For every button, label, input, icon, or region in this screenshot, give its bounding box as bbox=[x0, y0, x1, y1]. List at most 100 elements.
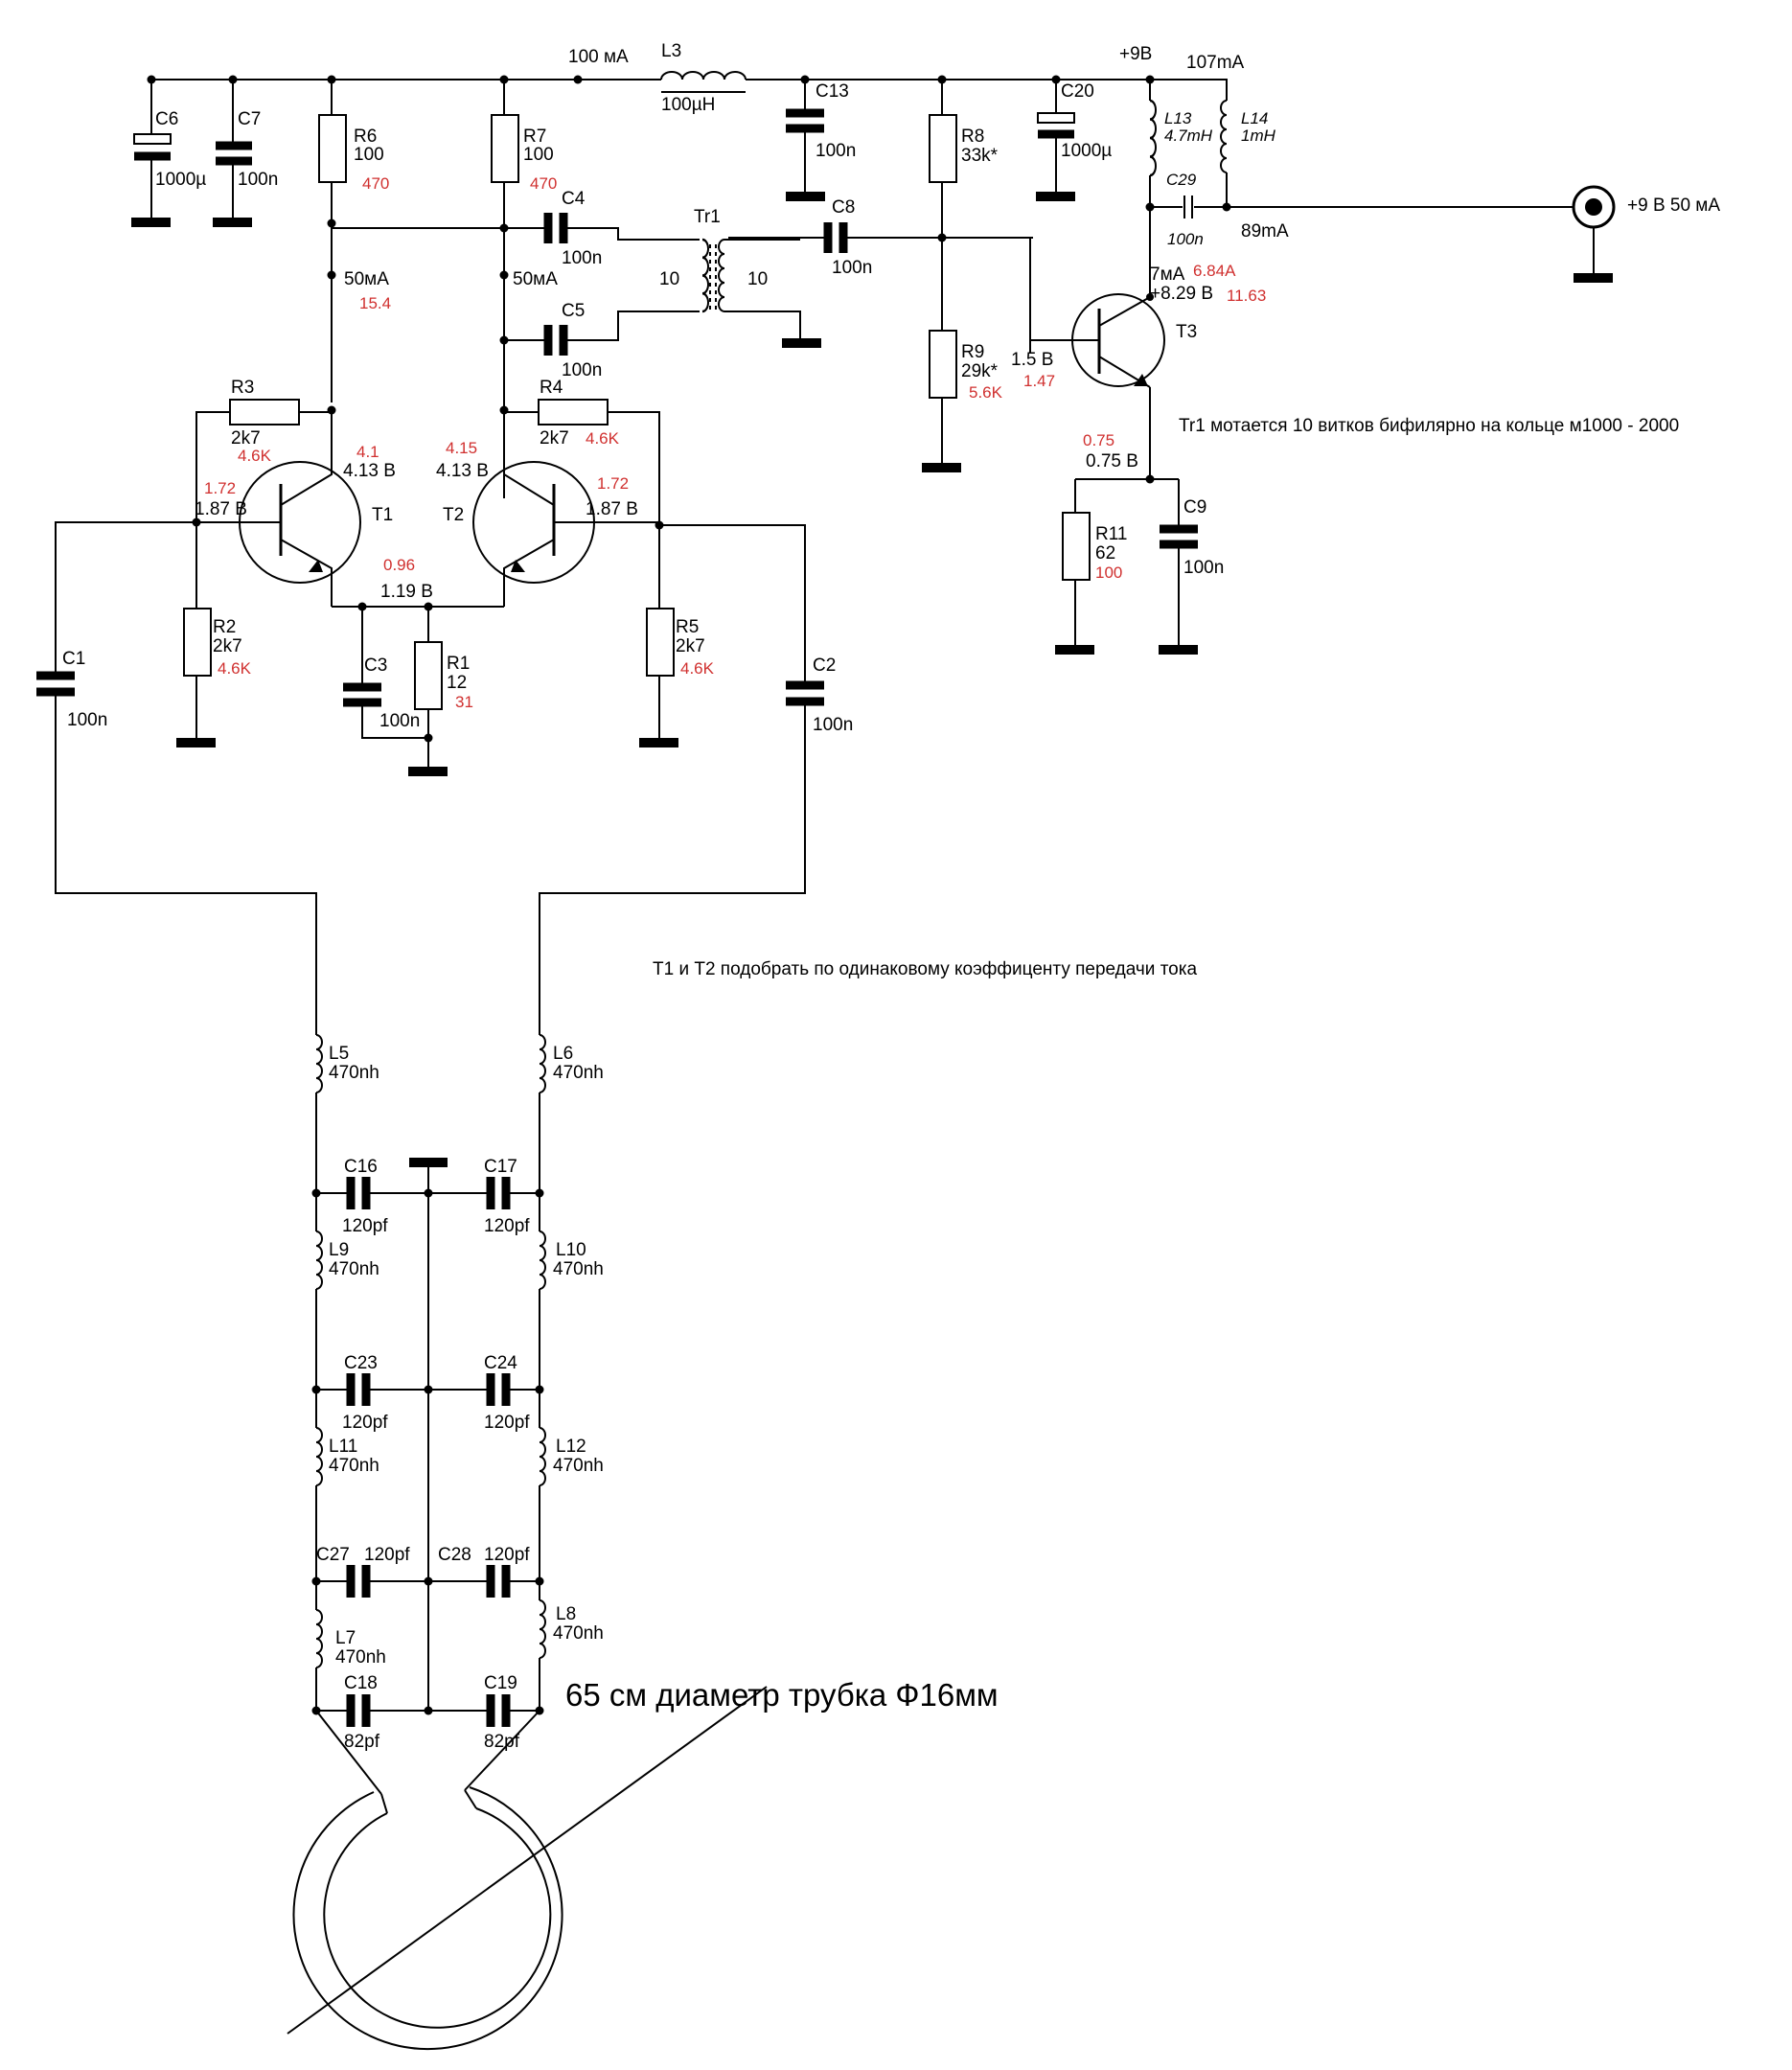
svg-text:470: 470 bbox=[362, 174, 389, 193]
capacitor-c18: C18 82pf bbox=[316, 1673, 428, 1752]
capacitor-c7: C7 100n bbox=[213, 80, 278, 227]
svg-text:C28: C28 bbox=[438, 1545, 471, 1565]
current-label-r6: 50мА bbox=[344, 269, 389, 289]
t2-base-meas: 1.72 bbox=[597, 474, 629, 493]
svg-text:R2: R2 bbox=[213, 617, 236, 637]
svg-text:12: 12 bbox=[447, 673, 467, 693]
label-l8: L8 bbox=[556, 1604, 576, 1624]
label-l5-value: 470nh bbox=[329, 1063, 379, 1083]
svg-text:120pf: 120pf bbox=[364, 1545, 410, 1565]
svg-text:C3: C3 bbox=[364, 656, 387, 676]
resistor-r8: R8 33k* bbox=[929, 80, 999, 331]
t3-base-voltage-meas: 1.47 bbox=[1023, 372, 1055, 390]
resistor-r9: R9 29k* 5.6K bbox=[922, 330, 1003, 472]
svg-text:C16: C16 bbox=[344, 1157, 378, 1177]
svg-text:2k7: 2k7 bbox=[213, 636, 242, 656]
t3-base-voltage: 1.5 В bbox=[1011, 350, 1053, 370]
svg-text:31: 31 bbox=[455, 693, 473, 711]
capacitor-c9: C9 100n bbox=[1159, 479, 1224, 655]
svg-text:Tr1: Tr1 bbox=[694, 207, 721, 227]
label-l11: L11 bbox=[329, 1437, 357, 1457]
capacitor-c4: C4 100n bbox=[332, 189, 700, 268]
capacitor-c29: C29 100n bbox=[1150, 171, 1577, 248]
ladder-right bbox=[535, 1034, 546, 1715]
t3-collector-current: 7мА bbox=[1150, 264, 1185, 285]
svg-text:100n: 100n bbox=[379, 711, 420, 731]
label-l6-value: 470nh bbox=[553, 1063, 604, 1083]
svg-text:C1: C1 bbox=[62, 649, 85, 669]
svg-text:C13: C13 bbox=[816, 81, 849, 102]
inductor-l14: L14 1mH bbox=[1220, 100, 1276, 212]
label-l6: L6 bbox=[553, 1044, 573, 1064]
svg-text:C17: C17 bbox=[484, 1157, 517, 1177]
svg-text:1000µ: 1000µ bbox=[1061, 141, 1112, 161]
label-l7: L7 bbox=[335, 1628, 356, 1648]
capacitor-c5: C5 100n bbox=[504, 301, 700, 380]
t2-collector-voltage: 4.13 В bbox=[436, 461, 489, 481]
svg-text:1.19 В: 1.19 В bbox=[380, 582, 433, 602]
svg-text:R4: R4 bbox=[540, 378, 563, 398]
capacitor-c20: C20 1000µ bbox=[1036, 80, 1112, 201]
resistor-r11: R11 62 100 bbox=[1055, 474, 1179, 655]
svg-text:120pf: 120pf bbox=[484, 1545, 530, 1565]
meas-label-r6: 15.4 bbox=[359, 294, 391, 312]
svg-text:62: 62 bbox=[1095, 543, 1115, 564]
svg-text:100: 100 bbox=[354, 145, 384, 165]
svg-text:120pf: 120pf bbox=[342, 1413, 388, 1433]
svg-text:470: 470 bbox=[530, 174, 557, 193]
svg-text:120pf: 120pf bbox=[484, 1413, 530, 1433]
svg-text:C6: C6 bbox=[155, 109, 178, 129]
note-tr1: Tr1 мотается 10 витков бифилярно на коль… bbox=[1179, 416, 1679, 436]
svg-text:4.6K: 4.6K bbox=[680, 659, 715, 678]
svg-text:T3: T3 bbox=[1176, 322, 1197, 342]
svg-text:29k*: 29k* bbox=[961, 361, 999, 381]
transistor-t2: T2 bbox=[443, 410, 659, 607]
svg-text:C23: C23 bbox=[344, 1353, 378, 1373]
emitter-node: 0.96 1.19 В bbox=[332, 556, 504, 611]
svg-text:C8: C8 bbox=[832, 197, 855, 218]
svg-text:C5: C5 bbox=[562, 301, 585, 321]
inductor-l3: L3 100µH bbox=[660, 41, 747, 115]
label-l10: L10 bbox=[556, 1240, 586, 1260]
resistor-r2: R2 2k7 4.6K bbox=[176, 518, 252, 748]
capacitor-c28: C28 120pf bbox=[428, 1545, 540, 1598]
t3-collector-current-meas: 6.84A bbox=[1193, 262, 1236, 280]
svg-text:33k*: 33k* bbox=[961, 146, 999, 166]
svg-text:100n: 100n bbox=[562, 360, 602, 380]
svg-text:C24: C24 bbox=[484, 1353, 517, 1373]
capacitor-c27: C27 120pf bbox=[316, 1545, 428, 1598]
svg-text:82pf: 82pf bbox=[344, 1732, 380, 1752]
t2-base-voltage: 1.87 В bbox=[586, 499, 638, 519]
note-t1t2: T1 и T2 подобрать по одинаковому коэффиц… bbox=[653, 959, 1197, 979]
label-l12: L12 bbox=[556, 1437, 586, 1457]
label-l10-value: 470nh bbox=[553, 1259, 604, 1279]
svg-text:100n: 100n bbox=[816, 141, 856, 161]
output-connector: +9 В 50 мА bbox=[1572, 185, 1720, 283]
svg-text:100n: 100n bbox=[562, 248, 602, 268]
svg-text:1mH: 1mH bbox=[1241, 126, 1276, 145]
current-label-top: 100 мА bbox=[568, 47, 629, 67]
label-l8-value: 470nh bbox=[553, 1623, 604, 1644]
svg-text:2k7: 2k7 bbox=[231, 428, 261, 448]
t1-base-meas: 1.72 bbox=[204, 479, 236, 497]
svg-text:100n: 100n bbox=[832, 258, 872, 278]
svg-text:120pf: 120pf bbox=[342, 1216, 388, 1236]
t1-collector-meas: 4.1 bbox=[356, 443, 379, 461]
svg-text:L13: L13 bbox=[1164, 109, 1192, 127]
svg-text:100n: 100n bbox=[813, 715, 853, 735]
resistor-r1: R1 12 31 bbox=[408, 607, 473, 776]
svg-text:R6: R6 bbox=[354, 126, 377, 147]
svg-text:100n: 100n bbox=[1167, 230, 1204, 248]
svg-text:T2: T2 bbox=[443, 505, 464, 525]
svg-text:C2: C2 bbox=[813, 656, 836, 676]
transistor-t1: T1 bbox=[196, 410, 393, 607]
svg-text:+9 В 50 мА: +9 В 50 мА bbox=[1627, 196, 1720, 216]
svg-text:100: 100 bbox=[1095, 564, 1122, 582]
resistor-r5: R5 2k7 4.6K bbox=[639, 520, 715, 748]
svg-text:C4: C4 bbox=[562, 189, 586, 209]
label-l9: L9 bbox=[329, 1240, 349, 1260]
svg-text:5.6K: 5.6K bbox=[969, 383, 1003, 402]
svg-text:C29: C29 bbox=[1166, 171, 1197, 189]
capacitor-c1: C1 100n bbox=[36, 521, 317, 1035]
resistor-r3: R3 2k7 4.6K bbox=[195, 378, 332, 522]
